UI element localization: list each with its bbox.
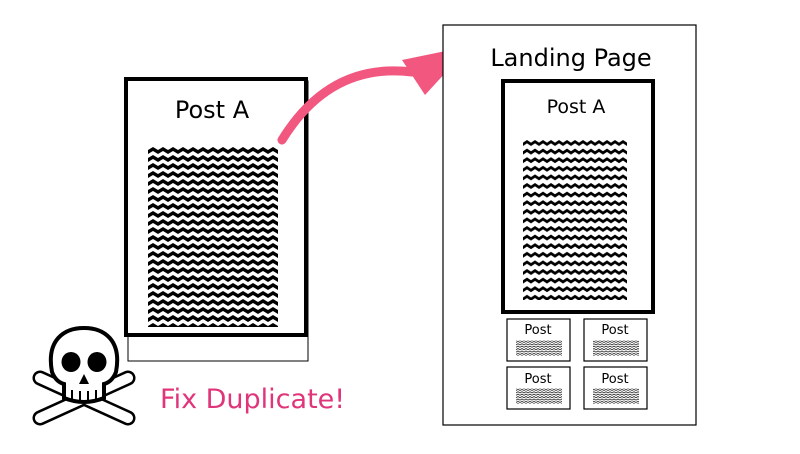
post-thumbnail-label: Post <box>601 372 628 387</box>
featured-post-body-text <box>523 140 627 300</box>
post-thumbnail-label: Post <box>524 323 551 338</box>
post-a-page: Post A <box>124 77 309 362</box>
post-a-body-text <box>148 147 278 327</box>
post-thumbnail-label: Post <box>601 323 628 338</box>
skull-crossbones-icon <box>32 325 136 426</box>
landing-page: Landing Page Post A Post Post Post Post <box>442 24 697 426</box>
post-a-title: Post A <box>175 96 250 124</box>
post-thumbnail: Post <box>506 366 571 410</box>
featured-post-title: Post A <box>547 96 606 118</box>
curved-arrow-icon <box>277 46 470 145</box>
post-thumbnail-label: Post <box>524 372 551 387</box>
post-thumbnail: Post <box>583 366 648 410</box>
fix-duplicate-warning: Fix Duplicate! <box>160 384 345 415</box>
post-thumbnail: Post <box>506 318 571 362</box>
post-thumbnail: Post <box>583 318 648 362</box>
landing-page-title: Landing Page <box>490 44 651 72</box>
